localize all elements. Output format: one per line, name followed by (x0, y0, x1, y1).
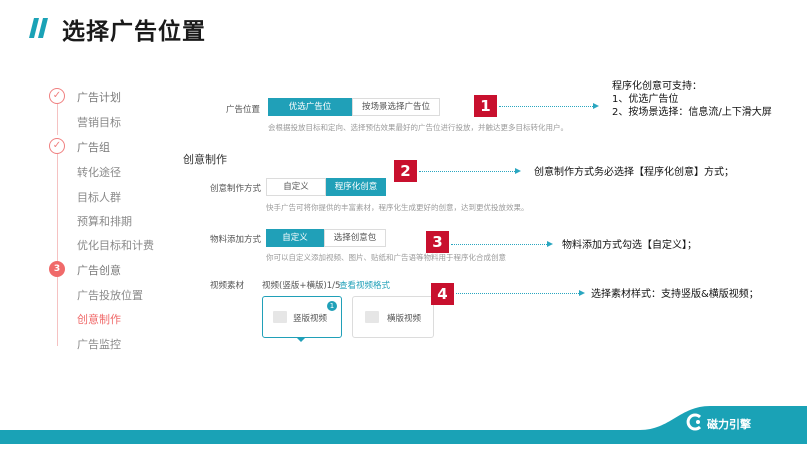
step-connector (57, 152, 58, 262)
placement-hint: 会根据投放目标和定向、选择预估效果最好的广告位进行投放，并触达更多目标转化用户。 (268, 123, 568, 132)
material-option-creative-pack[interactable]: 选择创意包 (324, 229, 386, 247)
step-item-target-audience[interactable]: 目标人群 (77, 191, 121, 204)
note-1-line2: 2、按场景选择：信息流/上下滑大屏 (612, 107, 772, 118)
step-check-icon: ✓ (49, 88, 65, 104)
note-1-title: 程序化创意可支持： (612, 81, 702, 92)
step-item-ad-placement[interactable]: 广告投放位置 (77, 289, 143, 302)
marker-1: 1 (474, 95, 497, 117)
video-card-horizontal-label: 横版视频 (387, 314, 422, 324)
title-slash-icon (29, 18, 48, 38)
step-item-ad-group[interactable]: 广告组 (77, 141, 110, 154)
brand-name: 磁力引擎 (707, 418, 751, 431)
video-thumb-icon (365, 311, 379, 323)
material-hint: 你可以自定义添加视频、图片、贴纸和广告语等物料用于程序化合成创意 (266, 253, 506, 262)
marker-connector (456, 293, 579, 294)
video-card-vertical[interactable]: 竖版视频 1 (262, 296, 342, 338)
creative-mode-custom[interactable]: 自定义 (266, 178, 326, 196)
step-item-creative-making[interactable]: 创意制作 (77, 313, 121, 326)
step-item-ad-monitoring[interactable]: 广告监控 (77, 338, 121, 351)
arrow-right-icon (547, 241, 553, 247)
step-number-badge: 3 (49, 261, 65, 277)
page-title: 选择广告位置 (62, 19, 206, 45)
arrow-right-icon (579, 290, 585, 296)
view-video-format-link[interactable]: 查看视频格式 (339, 281, 391, 291)
creative-mode-hint: 快手广告可将你提供的丰富素材，程序化生成更好的创意，达到更优投放效果。 (266, 203, 529, 212)
creative-mode-programmatic[interactable]: 程序化创意 (326, 178, 386, 196)
arrow-right-icon (593, 103, 599, 109)
step-item-ad-creative[interactable]: 广告创意 (77, 264, 121, 277)
section-title-creative: 创意制作 (183, 153, 227, 166)
placement-option-by-scene[interactable]: 按场景选择广告位 (352, 98, 440, 116)
marker-connector (419, 171, 515, 172)
step-item-optimization-billing[interactable]: 优化目标和计费 (77, 239, 154, 252)
brand-logo-icon (686, 413, 702, 431)
step-item-ad-plan[interactable]: 广告计划 (77, 91, 121, 104)
footer-wave (640, 406, 807, 444)
video-count-badge: 1 (327, 301, 337, 311)
marker-2: 2 (394, 160, 417, 182)
placement-option-optimized[interactable]: 优选广告位 (268, 98, 352, 116)
step-check-icon: ✓ (49, 138, 65, 154)
marker-connector (451, 244, 547, 245)
placement-label: 广告位置 (226, 105, 261, 115)
card-pointer-icon (296, 337, 306, 342)
video-thumb-icon (273, 311, 287, 323)
step-item-marketing-goal[interactable]: 营销目标 (77, 116, 121, 129)
marker-connector (499, 106, 593, 107)
material-label: 物料添加方式 (210, 235, 262, 245)
marker-4: 4 (431, 283, 454, 305)
step-item-conversion-path[interactable]: 转化途径 (77, 166, 121, 179)
note-4: 选择素材样式：支持竖版&横版视频； (591, 289, 759, 300)
video-card-horizontal[interactable]: 横版视频 (352, 296, 434, 338)
footer-bar (0, 430, 807, 444)
note-2: 创意制作方式务必选择【程序化创意】方式； (534, 167, 734, 178)
step-connector (57, 101, 58, 135)
step-item-budget-schedule[interactable]: 预算和排期 (77, 215, 132, 228)
arrow-right-icon (515, 168, 521, 174)
video-card-vertical-label: 竖版视频 (293, 314, 328, 324)
step-connector (57, 276, 58, 346)
video-label: 视频素材 (210, 281, 245, 291)
marker-3: 3 (426, 231, 449, 253)
note-1-line1: 1、优选广告位 (612, 94, 679, 105)
creative-mode-label: 创意制作方式 (210, 184, 262, 194)
note-3: 物料添加方式勾选【自定义】； (562, 240, 697, 251)
video-count: 视频(竖版+横版)1/5 (262, 281, 341, 291)
material-option-custom[interactable]: 自定义 (266, 229, 324, 247)
